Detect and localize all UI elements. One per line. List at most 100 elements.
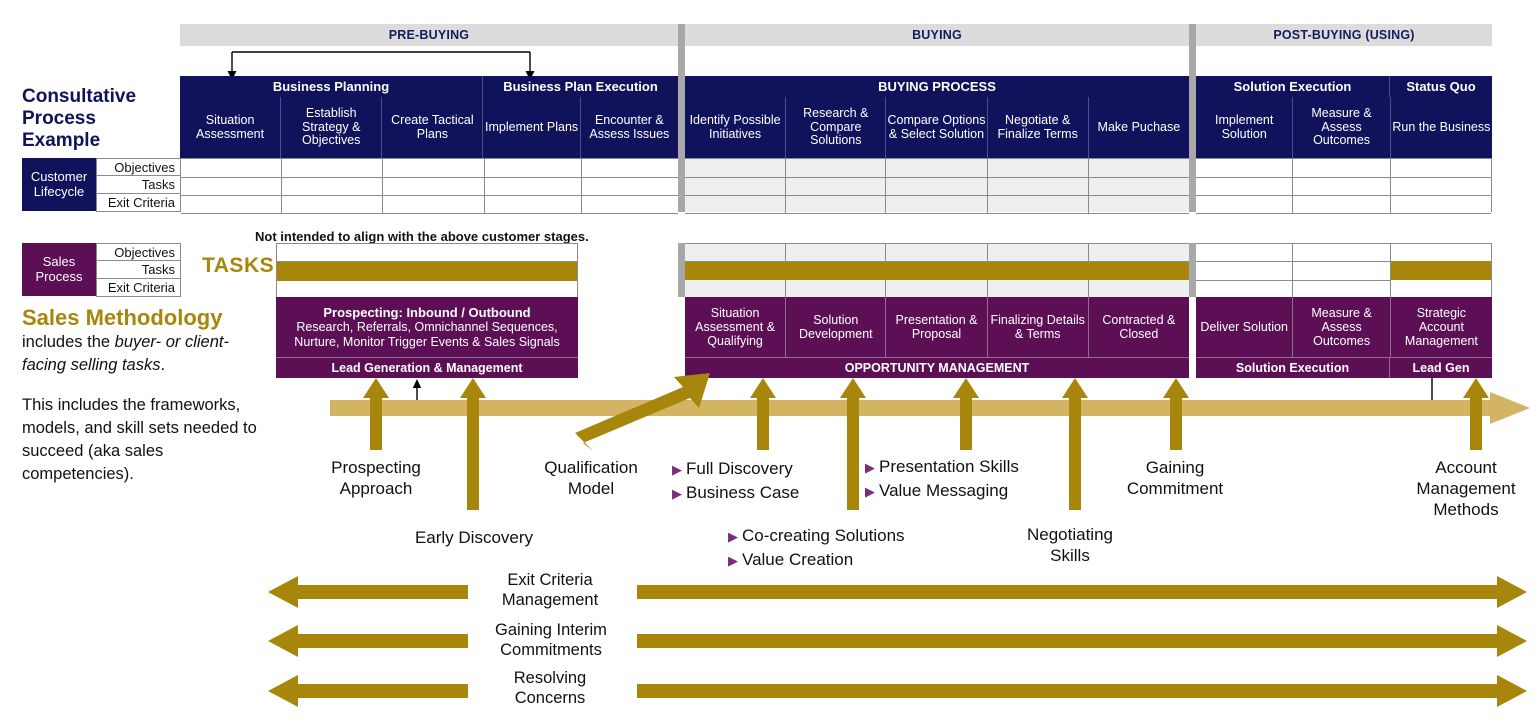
table-cell xyxy=(1293,261,1391,281)
bullet-item: ▶Value Creation xyxy=(728,548,905,572)
sales-process-line-1: Sales xyxy=(42,254,76,269)
phase-separator-1 xyxy=(678,24,685,212)
table-cell xyxy=(1390,195,1491,214)
label-line: Presentation Skills xyxy=(879,457,1019,476)
table-cell xyxy=(987,244,1089,262)
table-cell xyxy=(786,159,887,178)
table-cell xyxy=(1293,159,1391,178)
phase-band-post-buying: POST-BUYING (USING) xyxy=(1196,24,1492,46)
competency-label-qualification-model: Qualification Model xyxy=(520,457,662,499)
sales-stage-group-opportunity: Situation Assessment & Qualifying Soluti… xyxy=(685,297,1189,357)
customer-group-solution-execution: Solution Execution xyxy=(1196,76,1390,97)
table-cell xyxy=(987,159,1089,178)
table-cell xyxy=(383,159,485,178)
customer-group-business-plan-execution: Business Plan Execution xyxy=(483,76,678,97)
table-cell xyxy=(685,159,787,178)
table-cell xyxy=(581,177,678,196)
table-cell xyxy=(282,159,384,178)
competency-arrow-co-creating-solutions xyxy=(840,378,866,510)
table-cell xyxy=(1293,195,1391,214)
tasks-label: TASKS xyxy=(202,254,275,277)
customer-stage-identify-possible-initiatives: Identify Possible Initiatives xyxy=(685,97,787,158)
table-cell xyxy=(277,244,577,262)
customer-stage-encounter-assess-issues: Encounter & Assess Issues xyxy=(589,113,670,141)
phase-separator-1-lower xyxy=(678,243,685,297)
phase-band-pre-buying: PRE-BUYING xyxy=(180,24,678,46)
table-cell xyxy=(1088,195,1190,214)
bullet-item: ▶Co-creating Solutions xyxy=(728,524,905,548)
customer-group-business-planning: Business Planning xyxy=(180,76,483,97)
continuous-arrow-right-exit-criteria xyxy=(637,576,1527,608)
page-title-line-1: Consultative xyxy=(22,86,137,107)
competency-label-prospecting-approach: Prospecting Approach xyxy=(305,457,447,499)
customer-stage-make-purchase: Make Puchase xyxy=(1097,119,1181,134)
customer-stage-group-post: Implement Solution Measure & Assess Outc… xyxy=(1196,97,1492,158)
sales-rows-pre xyxy=(276,243,578,300)
sales-methodology-heading: Sales Methodology xyxy=(22,305,223,330)
methodology-text-italic: buyer- or client-facing selling tasks xyxy=(22,333,229,374)
customer-row-label-exit-criteria: Exit Criteria xyxy=(96,194,181,212)
table-cell xyxy=(181,195,283,214)
phase-band-buying: BUYING xyxy=(685,24,1189,46)
sales-row-label-objectives: Objectives xyxy=(96,243,181,261)
page-title: Consultative Process Example xyxy=(22,86,177,152)
customer-stage-establish-strategy: Establish Strategy & Objectives xyxy=(281,97,383,158)
phase-separator-2-lower xyxy=(1189,243,1196,297)
table-cell xyxy=(282,177,384,196)
continuous-arrow-left-gaining-interim xyxy=(268,625,468,657)
table-cell xyxy=(987,195,1089,214)
competency-label-gaining-commitment: Gaining Commitment xyxy=(1100,457,1250,499)
table-cell xyxy=(786,195,887,214)
table-cell xyxy=(484,195,582,214)
sales-rows-buying xyxy=(685,243,1190,299)
customer-lifecycle-stub: Customer Lifecycle xyxy=(22,158,96,211)
sales-stage-presentation-proposal: Presentation & Proposal xyxy=(886,297,988,357)
customer-stage-implement-solution: Implement Solution xyxy=(1196,97,1294,158)
sales-methodology-block: Sales Methodology includes the buyer- or… xyxy=(22,305,262,486)
bullet-triangle-icon: ▶ xyxy=(865,460,875,475)
label-line: Management xyxy=(501,591,599,609)
table-cell xyxy=(1088,244,1190,262)
continuous-skill-label-exit-criteria: Exit Criteria Management xyxy=(470,570,630,610)
customer-lifecycle-rows-buying xyxy=(685,158,1190,214)
table-cell xyxy=(886,244,988,262)
sales-process-stub: Sales Process xyxy=(22,243,96,296)
continuous-arrow-left-resolving-concerns xyxy=(268,675,468,707)
continuous-skill-label-resolving-concerns: Resolving Concerns xyxy=(470,668,630,708)
sales-stage-situation-assessment-qualifying: Situation Assessment & Qualifying xyxy=(685,297,787,357)
label-line: Management xyxy=(1416,479,1516,498)
prospecting-detail-2: Nurture, Monitor Trigger Events & Sales … xyxy=(294,334,560,349)
sales-footer-lead-gen: Lead Gen xyxy=(1390,357,1492,378)
table-cell xyxy=(886,159,988,178)
sales-task-bar-pre xyxy=(277,262,577,281)
sales-rows-post xyxy=(1196,243,1492,299)
sales-stage-finalizing-details-terms: Finalizing Details & Terms xyxy=(988,297,1089,357)
competency-arrow-prospecting-approach xyxy=(363,378,389,450)
table-cell xyxy=(383,195,485,214)
table-cell xyxy=(383,177,485,196)
sales-row-label-exit-criteria: Exit Criteria xyxy=(96,279,181,297)
table-cell xyxy=(886,195,988,214)
competency-label-early-discovery: Early Discovery xyxy=(400,527,548,548)
competency-arrow-account-management xyxy=(1463,378,1489,450)
competency-arrow-full-discovery xyxy=(750,378,776,450)
customer-lifecycle-rows-pre xyxy=(180,158,678,214)
table-cell xyxy=(484,177,582,196)
bullet-triangle-icon: ▶ xyxy=(672,462,682,477)
customer-lifecycle-rows-post xyxy=(1196,158,1492,214)
sales-row-label-tasks: Tasks xyxy=(96,261,181,279)
label-line: Co-creating Solutions xyxy=(742,526,905,545)
label-line: Prospecting xyxy=(331,458,421,477)
competency-arrow-presentation-skills xyxy=(953,378,979,450)
label-line: Account xyxy=(1435,458,1497,477)
customer-row-label-tasks: Tasks xyxy=(96,176,181,194)
competency-label-account-management-methods: Account Management Methods xyxy=(1392,457,1540,520)
sales-stage-prospecting: Prospecting: Inbound / Outbound Research… xyxy=(276,297,578,357)
competency-label-negotiating-skills: Negotiating Skills xyxy=(1000,524,1140,566)
table-cell xyxy=(1196,177,1294,196)
competency-arrow-early-discovery xyxy=(460,378,486,510)
sales-footer-lead-generation: Lead Generation & Management xyxy=(276,357,578,378)
label-line: Approach xyxy=(339,479,413,498)
label-line: Qualification xyxy=(544,458,638,477)
